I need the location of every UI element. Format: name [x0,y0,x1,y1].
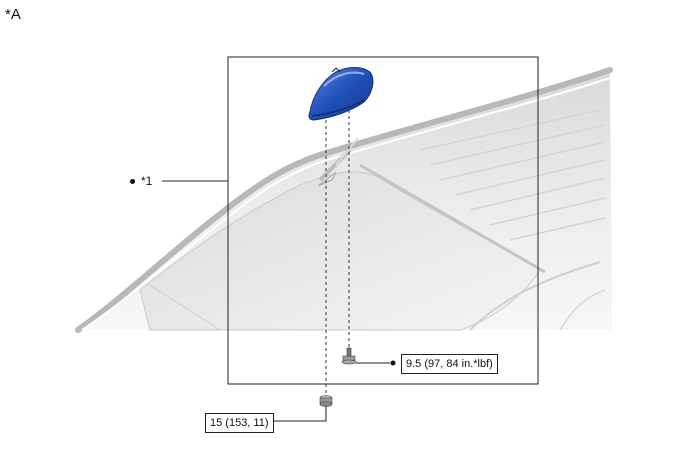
nut-torque-leader [273,406,327,422]
bolt-icon [341,347,357,365]
part-ref-label: *1 [130,174,152,188]
view-label: *A [5,6,21,23]
nut-icon [319,395,333,407]
bullet-dot-icon [130,179,135,185]
bolt-torque-dot [390,360,396,366]
vehicle-roof [75,67,613,333]
antenna-assembly [308,67,374,121]
bolt-torque-callout: 9.5 (97, 84 in.*lbf) [401,354,498,374]
detail-frame [227,56,539,385]
part-ref-text: *1 [141,174,153,188]
nut-torque-callout: 15 (153, 11) [205,413,274,433]
